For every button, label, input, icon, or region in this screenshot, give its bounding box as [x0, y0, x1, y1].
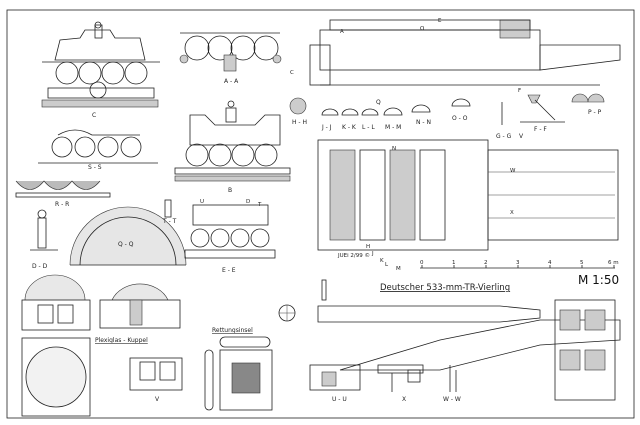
section-label-b: B: [228, 187, 232, 194]
tube-long-view: [278, 279, 541, 323]
section-tag-e: E: [438, 18, 442, 24]
section-label-s-s: S - S: [88, 164, 102, 171]
section-view-e-e: [184, 204, 276, 259]
section-tag-m: M: [396, 266, 401, 272]
front-view-b: [174, 100, 291, 182]
scale-tick-2: 2: [484, 260, 488, 266]
n-n-figure: [411, 104, 431, 113]
section-label-x: X: [402, 396, 406, 403]
turret-side-view: [339, 299, 621, 401]
section-view-r-r: [15, 180, 111, 198]
section-label-g-g: G - G: [496, 133, 512, 140]
section-tag-o: O: [420, 26, 425, 32]
section-label-n-n: N - N: [416, 119, 431, 126]
l-l-figure: [361, 108, 379, 116]
section-tag-l: L: [385, 262, 389, 268]
plexiglas-dome-views: [21, 274, 181, 417]
section-view-s-s: [38, 129, 158, 164]
section-tag-h: H: [366, 244, 370, 250]
scale-tick-6: 6 m: [608, 260, 619, 266]
section-label-u-u: U - U: [332, 396, 347, 403]
section-view-q-q: [69, 206, 187, 266]
scale-tick-0: 0: [420, 260, 424, 266]
section-label-q: Q: [376, 99, 381, 106]
scale-bar: [420, 265, 615, 269]
section-label-l-l: L - L: [362, 124, 375, 131]
section-label-m-m: M - M: [385, 124, 401, 131]
section-view-d-d: [30, 209, 58, 251]
drawing-scale: M 1:50: [578, 273, 619, 287]
v-view: [129, 357, 183, 391]
scale-tick-3: 3: [516, 260, 520, 266]
section-label-d-d: D - D: [32, 263, 48, 270]
u-u-view: [309, 364, 361, 391]
x-view: [377, 364, 424, 392]
section-label-f-f: F - F: [534, 126, 547, 133]
caption-plexiglas-kuppel: Plexiglas - Kuppel: [95, 337, 148, 344]
section-label-p-p: P - P: [588, 109, 602, 116]
front-view-c: [41, 21, 160, 108]
plan-view: [317, 139, 619, 251]
section-tag-f: F: [518, 88, 521, 94]
section-tag-t: T: [257, 202, 262, 208]
section-label-e-e: E - E: [222, 267, 236, 274]
f-f-figure: [520, 94, 565, 123]
section-tag-u: U: [200, 199, 204, 205]
m-m-figure: [383, 107, 403, 116]
section-tag-k: K: [380, 258, 384, 264]
section-label-v: V: [155, 396, 160, 403]
scale-tick-4: 4: [548, 260, 552, 266]
w-w-view: [449, 365, 457, 392]
scale-tick-5: 5: [580, 260, 584, 266]
section-tag-w: W: [510, 168, 516, 174]
section-label-j-j: J - J: [321, 124, 332, 131]
signature: JUEi 2/99 ©: [337, 252, 370, 259]
h-h-figure: [289, 97, 307, 115]
caption-rettungsinsel: Rettungsinsel: [212, 327, 253, 334]
section-label-w-w: W - W: [443, 396, 461, 403]
side-view: [309, 19, 621, 86]
o-o-figure: [451, 98, 471, 107]
section-label-a-a: A - A: [224, 78, 239, 85]
section-label-t-t: T - T: [162, 218, 177, 225]
p-p-figure: [571, 93, 605, 103]
scale-tick-1: 1: [452, 260, 456, 266]
section-tag-j: J: [371, 251, 374, 257]
section-label-k-k: K - K: [342, 124, 357, 131]
section-tag-n: N: [392, 146, 396, 152]
section-view-a-a: [179, 32, 282, 72]
section-label-r-r: R - R: [55, 201, 69, 208]
life-raft-views: [204, 336, 273, 411]
section-label-h-h: H - H: [292, 119, 307, 126]
k-k-figure: [341, 108, 359, 116]
section-tag-x: X: [510, 210, 514, 216]
section-tag-c: C: [290, 70, 294, 76]
section-tag-d: D: [246, 199, 250, 205]
section-tag-v: V: [519, 133, 524, 140]
drawing-title: Deutscher 533-mm-TR-Vierling: [380, 283, 510, 293]
t-t-figure: [164, 199, 172, 218]
j-j-figure: [321, 108, 339, 116]
drawing-frame: [6, 9, 635, 419]
section-label-q-q: Q - Q: [118, 241, 134, 248]
section-label-o-o: O - O: [452, 115, 468, 122]
section-label-c: C: [92, 112, 96, 119]
section-tag-a: A: [340, 29, 344, 35]
